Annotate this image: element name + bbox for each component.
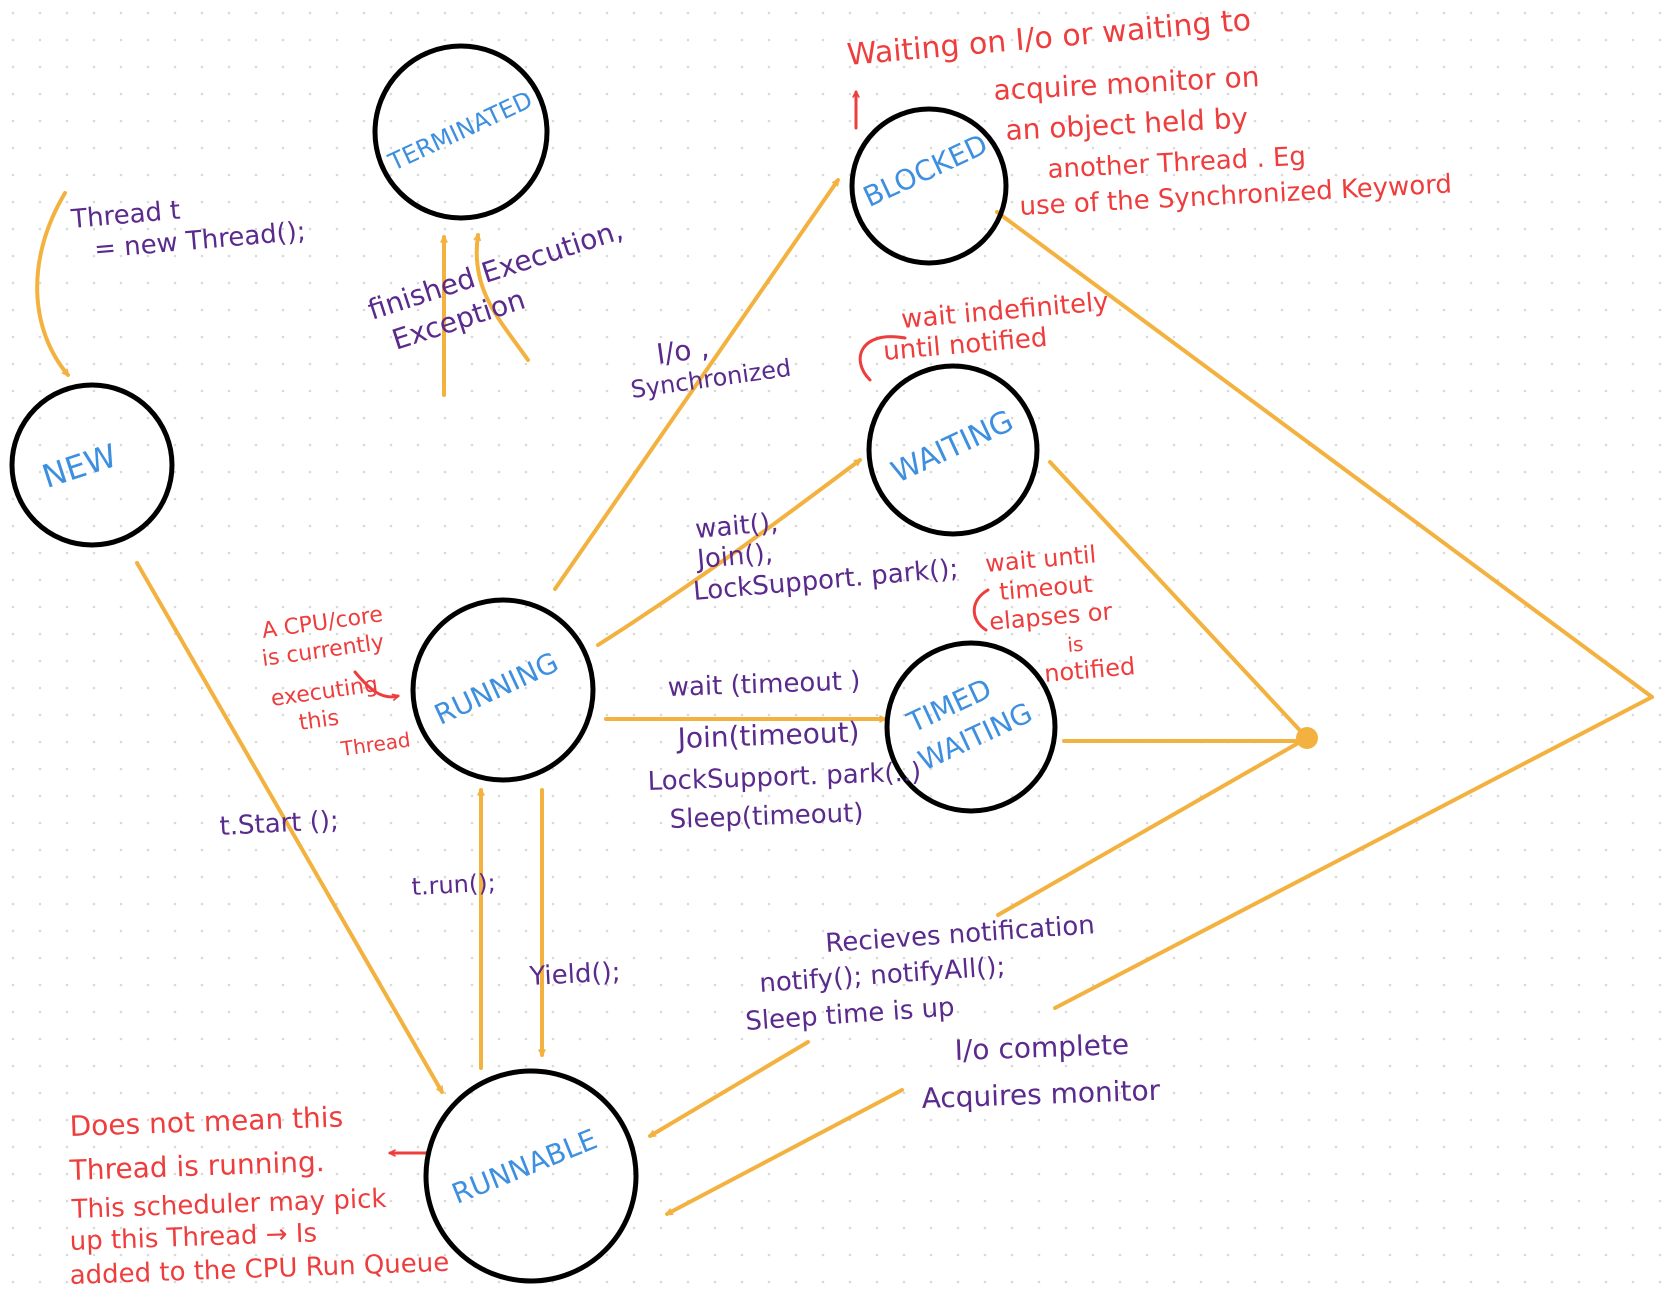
state-timed-waiting (884, 640, 1058, 814)
yield-label: Yield(); (528, 957, 621, 992)
io-sync-line1: I/o , (654, 331, 711, 371)
arrow-create-to-new (35, 191, 70, 377)
waiting-note-arrow (858, 335, 907, 382)
state-runnable (423, 1068, 639, 1284)
state-terminated (372, 43, 550, 221)
arrow-merge-to-io-complete (1053, 695, 1654, 1010)
timed-trans-line1: wait (timeout ) (667, 666, 861, 703)
arrow-waiting-to-junction (1048, 460, 1309, 740)
arrow-to-terminated-2 (477, 235, 530, 362)
state-waiting (866, 363, 1040, 537)
state-running (410, 597, 596, 783)
state-new (9, 382, 175, 548)
arrow-io-complete-to-runnable (667, 1088, 904, 1216)
state-blocked (849, 106, 1009, 266)
arrow-blocked-to-merge (995, 210, 1654, 699)
wait-join-line1: wait(), (694, 508, 779, 545)
running-note-line4: this (297, 706, 340, 736)
io-complete-line1: I/o complete (954, 1028, 1130, 1067)
t-run-label: t.run(); (411, 869, 496, 901)
transition-arrows (35, 180, 1654, 1216)
timed-trans-line2: Join(timeout) (675, 716, 860, 755)
state-circles (9, 43, 1058, 1284)
timed-note-line4: is (1066, 632, 1084, 657)
arrow-notification-to-runnable (650, 1040, 810, 1138)
arrow-running-to-waiting (596, 458, 860, 647)
timed-trans-line4: Sleep(timeout) (669, 798, 864, 835)
note-arrows (353, 92, 990, 1153)
arrow-running-to-blocked (553, 180, 840, 591)
junction-dot (1296, 727, 1318, 749)
timed-note-arrow (972, 588, 990, 632)
arrow-junction-to-notification (996, 736, 1309, 917)
arrow-new-to-runnable (135, 561, 444, 1092)
t-start-label: t.Start (); (219, 806, 340, 842)
wait-join-line2: Join(), (694, 538, 774, 575)
running-note-arrow (353, 670, 398, 697)
